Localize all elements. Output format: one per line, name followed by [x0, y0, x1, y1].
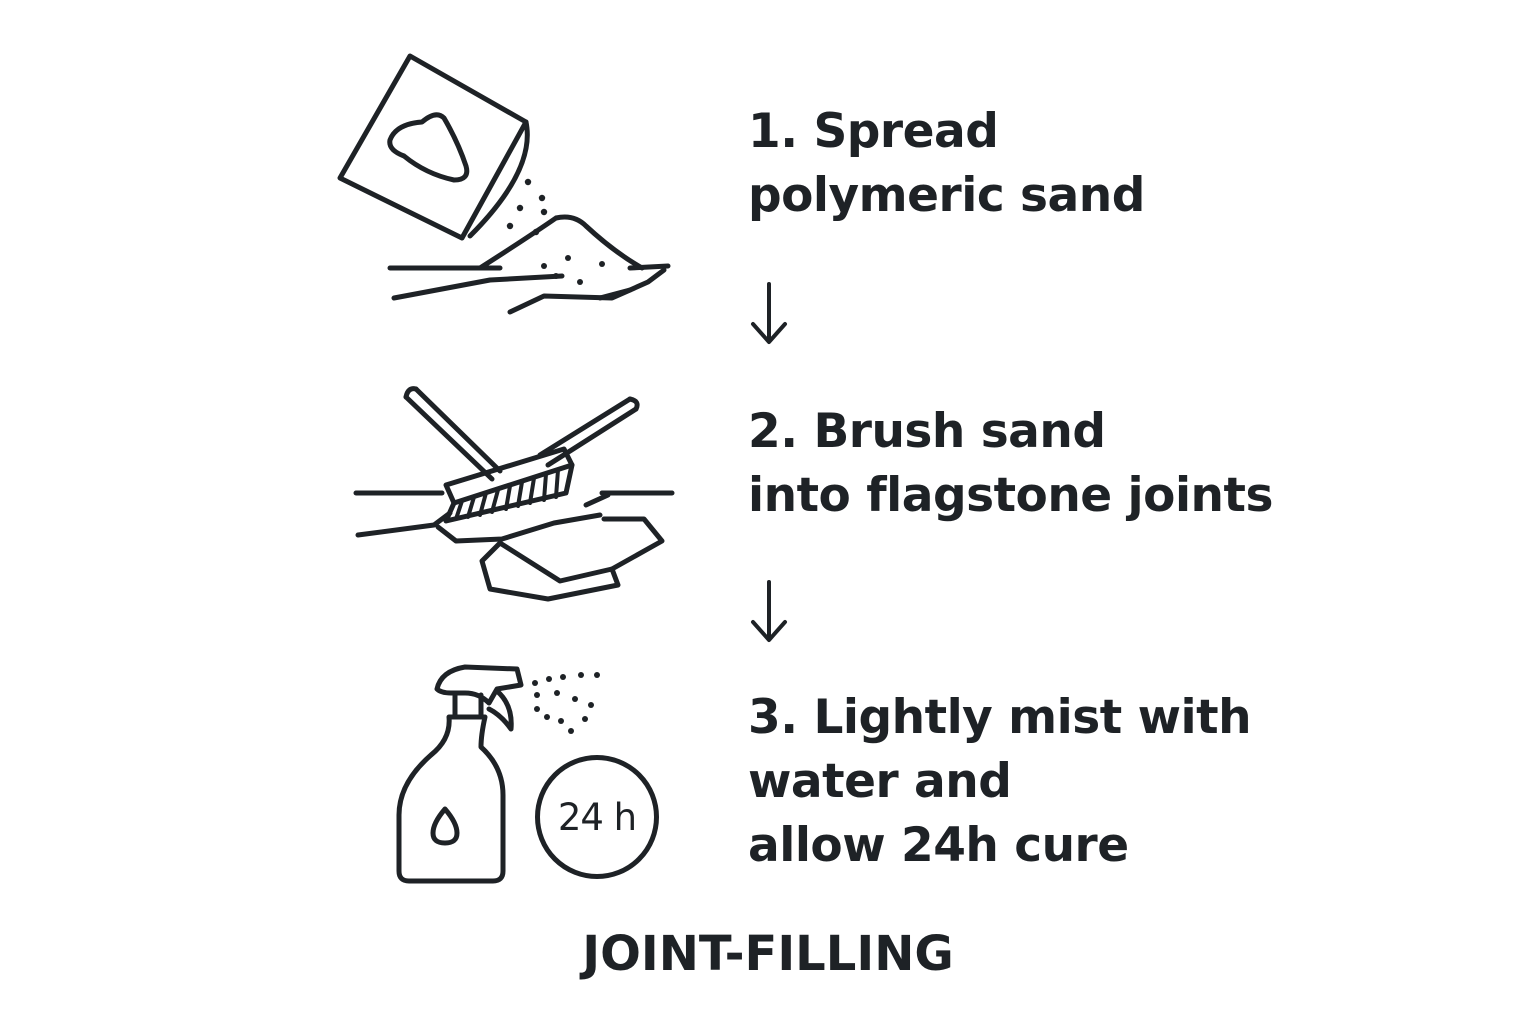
- spray-bottle-icon: [385, 655, 615, 890]
- step-3-line-2: water and: [748, 754, 1012, 809]
- step-3-text: 3. Lightly mist with water and allow 24h…: [748, 686, 1252, 878]
- cure-timer-badge: 24 h: [535, 755, 659, 879]
- step-3-line-3: allow 24h cure: [748, 818, 1129, 873]
- step-2-line-2: into flagstone joints: [748, 468, 1273, 523]
- step-1-text: 1. Spread polymeric sand: [748, 100, 1145, 228]
- step-2-number: 2.: [748, 404, 798, 459]
- step-1-line-2: polymeric sand: [748, 168, 1145, 223]
- push-broom-icon: [350, 375, 680, 605]
- timer-badge-label: 24 h: [557, 795, 637, 839]
- step-1-line-1: 1. Spread: [748, 100, 1145, 164]
- step-3-line-1: 3. Lightly mist with: [748, 686, 1252, 750]
- step-2-heading: Brush sand: [813, 404, 1106, 459]
- step-3-heading: Lightly mist with: [813, 690, 1252, 745]
- step-2-line-1: 2. Brush sand: [748, 400, 1273, 464]
- step-1-heading: Spread: [813, 104, 999, 159]
- step-1-number: 1.: [748, 104, 798, 159]
- step-3-number: 3.: [748, 690, 798, 745]
- sand-bag-pouring-icon: [330, 50, 680, 320]
- step-2-text: 2. Brush sand into flagstone joints: [748, 400, 1273, 528]
- diagram-title: JOINT-FILLING: [582, 926, 954, 982]
- down-arrow-icon: [745, 280, 793, 352]
- down-arrow-icon: [745, 578, 793, 650]
